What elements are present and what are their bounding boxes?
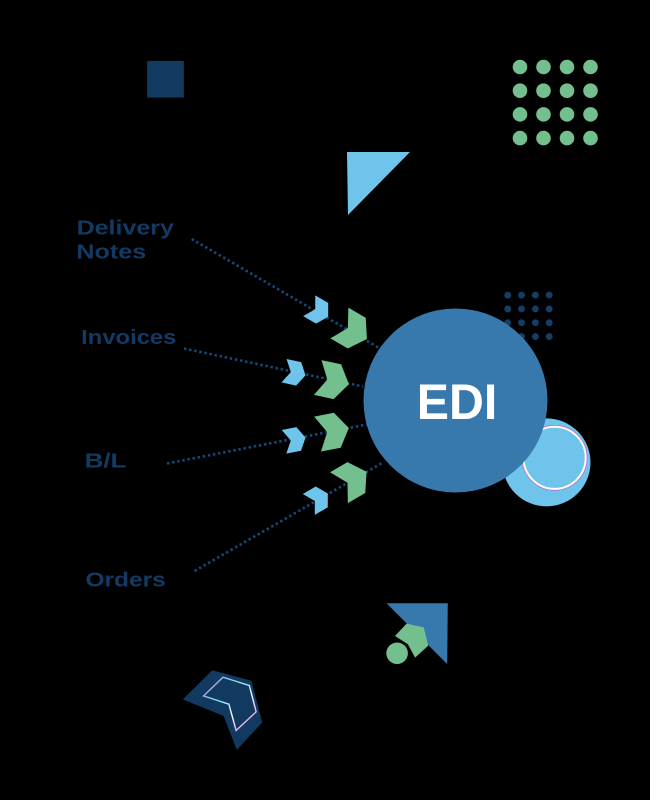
svg-text:Invoices: Invoices (81, 326, 176, 349)
svg-text:B/L: B/L (85, 449, 127, 472)
svg-text:Delivery: Delivery (77, 216, 175, 239)
svg-text:Notes: Notes (76, 241, 146, 264)
svg-text:EDI: EDI (417, 374, 498, 430)
svg-text:Orders: Orders (86, 569, 166, 592)
